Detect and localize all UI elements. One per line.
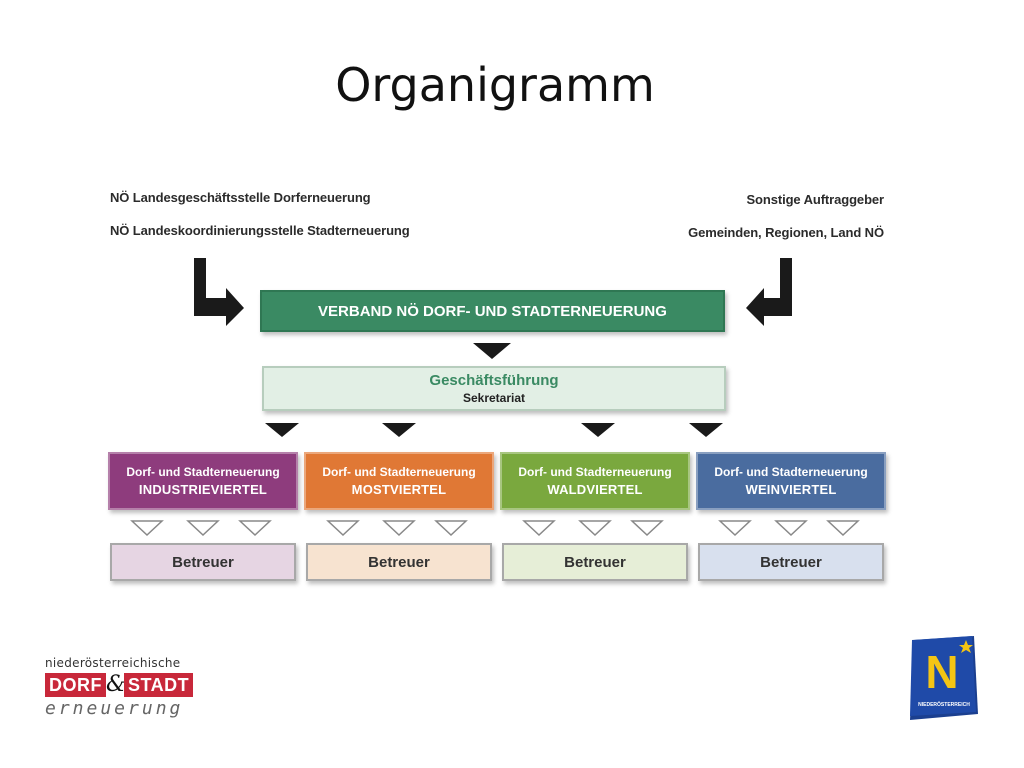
outline-arrow-down-icon [774, 520, 808, 537]
source-left-2: NÖ Landeskoordinierungsstelle Stadterneu… [110, 223, 410, 238]
star-icon [959, 640, 973, 653]
logo-line-3: erneuerung [45, 698, 184, 719]
logo-part-dorf: DORF [45, 673, 106, 697]
outline-arrow-down-icon [130, 520, 164, 537]
betreuer-box: Betreuer [698, 543, 884, 581]
geschaeftsfuehrung-subtitle: Sekretariat [462, 391, 526, 405]
region-name: INDUSTRIEVIERTEL [138, 482, 268, 497]
betreuer-label: Betreuer [368, 553, 430, 571]
outline-arrow-down-icon [630, 520, 664, 537]
source-right-2: Gemeinden, Regionen, Land NÖ [688, 225, 884, 240]
logo-bar: DORF & STADT [45, 673, 215, 697]
source-right-1: Sonstige Auftraggeber [746, 192, 884, 207]
betreuer-box: Betreuer [110, 543, 296, 581]
arrow-down-icon [581, 423, 615, 437]
geschaeftsfuehrung-title: Geschäftsführung [429, 372, 559, 389]
region-line-1: Dorf- und Stadterneuerung [518, 465, 672, 479]
arrow-down-icon [473, 343, 511, 359]
outline-arrow-down-icon [718, 520, 752, 537]
betreuer-box: Betreuer [502, 543, 688, 581]
logo-part-stadt: STADT [124, 673, 194, 697]
betreuer-label: Betreuer [564, 553, 626, 571]
outline-arrow-down-icon [238, 520, 272, 537]
logo-ampersand: & [106, 672, 126, 697]
betreuer-box: Betreuer [306, 543, 492, 581]
logo-n-caption: NIEDERÖSTERREICH [918, 701, 970, 708]
region-line-1: Dorf- und Stadterneuerung [322, 465, 476, 479]
niederoesterreich-logo: N NIEDERÖSTERREICH [910, 636, 978, 720]
outline-arrow-down-icon [578, 520, 612, 537]
page-title: Organigramm [335, 58, 655, 112]
bend-arrow-left [194, 258, 244, 326]
arrow-down-icon [689, 423, 723, 437]
logo-line-1: niederösterreichische [45, 656, 181, 670]
outline-arrow-down-icon [326, 520, 360, 537]
region-name: MOSTVIERTEL [351, 482, 447, 497]
source-left-1: NÖ Landesgeschäftsstelle Dorferneuerung [110, 190, 371, 205]
betreuer-label: Betreuer [172, 553, 234, 571]
region-name: WEINVIERTEL [745, 482, 837, 497]
region-line-1: Dorf- und Stadterneuerung [126, 465, 280, 479]
geschaeftsfuehrung-box: Geschäftsführung Sekretariat [262, 366, 726, 411]
outline-arrow-down-icon [382, 520, 416, 537]
outline-arrow-down-icon [186, 520, 220, 537]
outline-arrow-down-icon [522, 520, 556, 537]
verband-label: VERBAND NÖ DORF- UND STADTERNEUERUNG [318, 302, 667, 320]
logo-n-letter: N [925, 646, 958, 698]
arrow-down-icon [265, 423, 299, 437]
region-line-1: Dorf- und Stadterneuerung [714, 465, 868, 479]
arrow-down-icon [382, 423, 416, 437]
betreuer-label: Betreuer [760, 553, 822, 571]
verband-box: VERBAND NÖ DORF- UND STADTERNEUERUNG [260, 290, 725, 332]
dorf-stadt-logo: niederösterreichische DORF & STADT erneu… [45, 656, 215, 726]
outline-arrow-down-icon [826, 520, 860, 537]
region-name: WALDVIERTEL [547, 482, 643, 497]
bend-arrow-right [746, 258, 792, 326]
outline-arrow-down-icon [434, 520, 468, 537]
